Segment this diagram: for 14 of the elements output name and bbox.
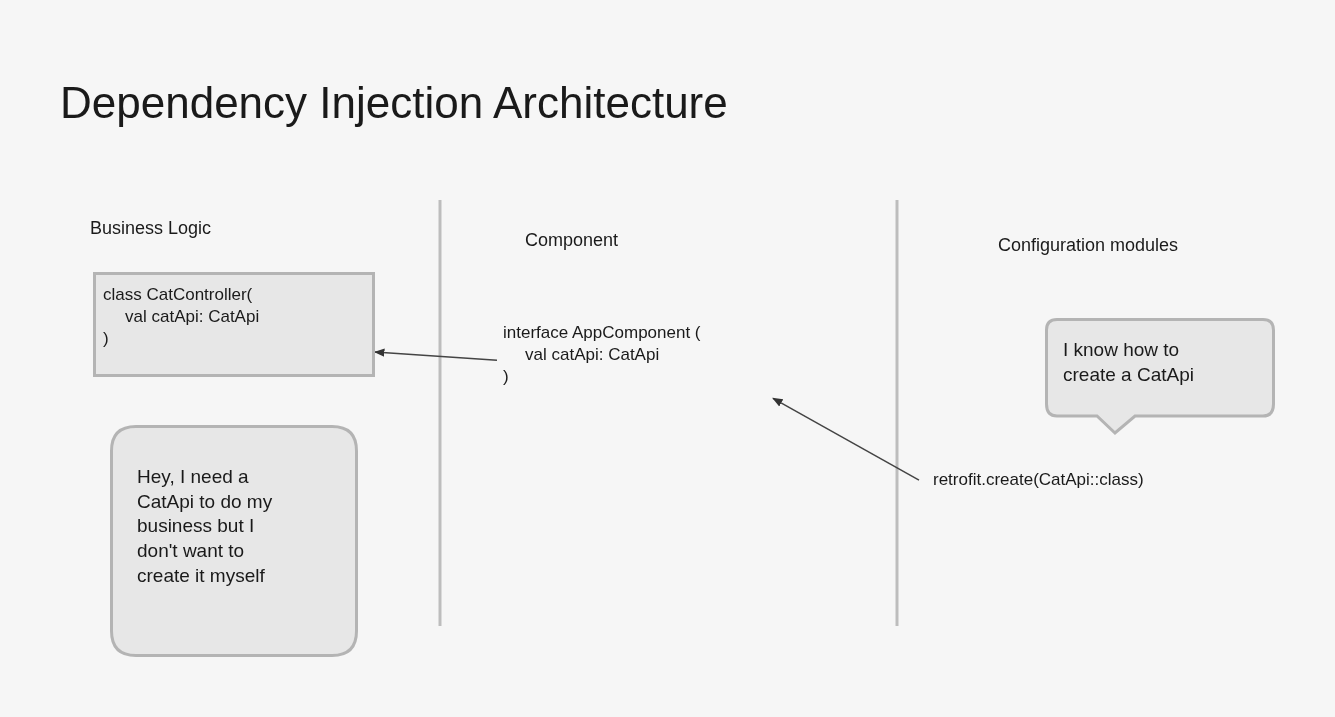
code-text: interface AppComponent ( val catApi: CatApi ) <box>503 322 815 389</box>
title: Dependency Injection Architecture <box>60 78 728 128</box>
arrow <box>772 397 920 481</box>
speech-bubble <box>1045 318 1275 434</box>
code-text: retrofit.create(CatApi::class) <box>933 467 1263 494</box>
column-heading: Component <box>525 230 619 251</box>
code-text: class CatController( val catApi: CatApi ) <box>103 284 261 351</box>
bubble-text: I know how to create a CatApi <box>1063 338 1195 387</box>
column-heading: Configuration modules <box>998 235 1179 256</box>
class-box <box>93 272 375 377</box>
column-heading: Business Logic <box>90 218 212 239</box>
arrow <box>373 348 498 362</box>
speech-bubble <box>110 425 358 657</box>
bubble-text: Hey, I need a CatApi to do my business but I don't want to create it myself <box>137 465 274 588</box>
